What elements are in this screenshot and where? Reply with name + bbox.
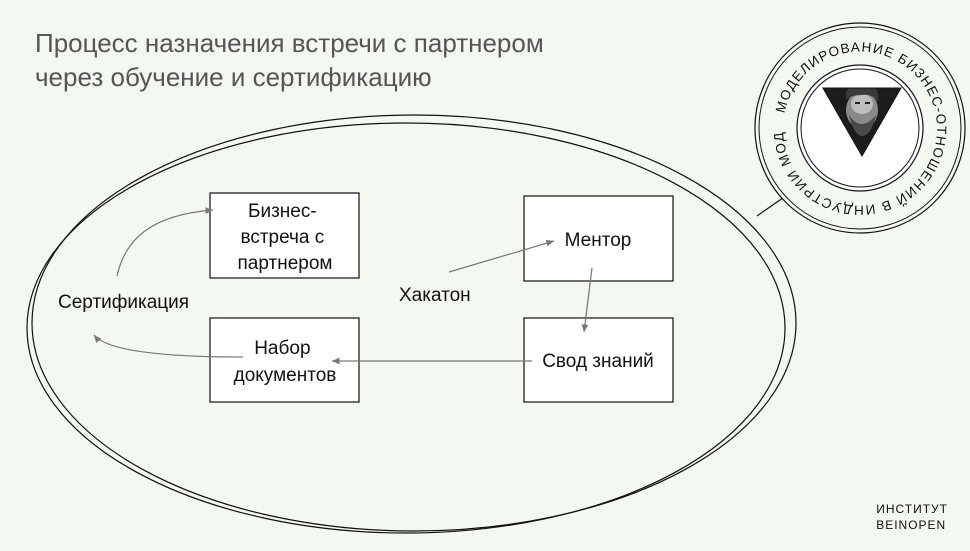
business-meeting-box	[209, 192, 360, 279]
knowledge-base-box	[523, 317, 674, 403]
hackathon-label: Хакатон	[399, 285, 471, 306]
arrow-certification-to-meeting	[116, 207, 214, 277]
institute-logo: ИНСТИТУТ BEINOPEN	[876, 501, 948, 533]
arrow-hackathon-to-mentor	[448, 239, 555, 273]
title-line-2: через обучение и сертификацию	[35, 62, 432, 92]
knowledge-base-label: Свод знаний	[542, 351, 654, 372]
certification-label: Сертификация	[58, 292, 189, 313]
documents-label: Набор документов	[234, 338, 337, 386]
outer-ellipse	[26, 122, 786, 534]
logo-line-2: BEINOPEN	[876, 518, 947, 532]
arrow-documents-to-certification	[93, 334, 244, 358]
business-meeting-label: Бизнес- встреча с партнером	[238, 201, 333, 274]
outer-ellipse-second	[31, 114, 797, 532]
title-line-1: Процесс назначения встречи с партнером	[35, 28, 544, 58]
documents-box	[209, 317, 360, 403]
course-badge: МОДЕЛИРОВАНИЕ БИЗНЕС-ОТНОШЕНИЙ В ИНДУСТР…	[0, 0, 966, 234]
logo-line-1: ИНСТИТУТ	[876, 502, 948, 516]
arrow-mentor-to-knowledge	[581, 267, 593, 333]
mentor-box	[523, 195, 674, 282]
page-title: Процесс назначения встречи с партнером ч…	[35, 26, 544, 94]
mentor-label: Ментор	[565, 230, 632, 251]
